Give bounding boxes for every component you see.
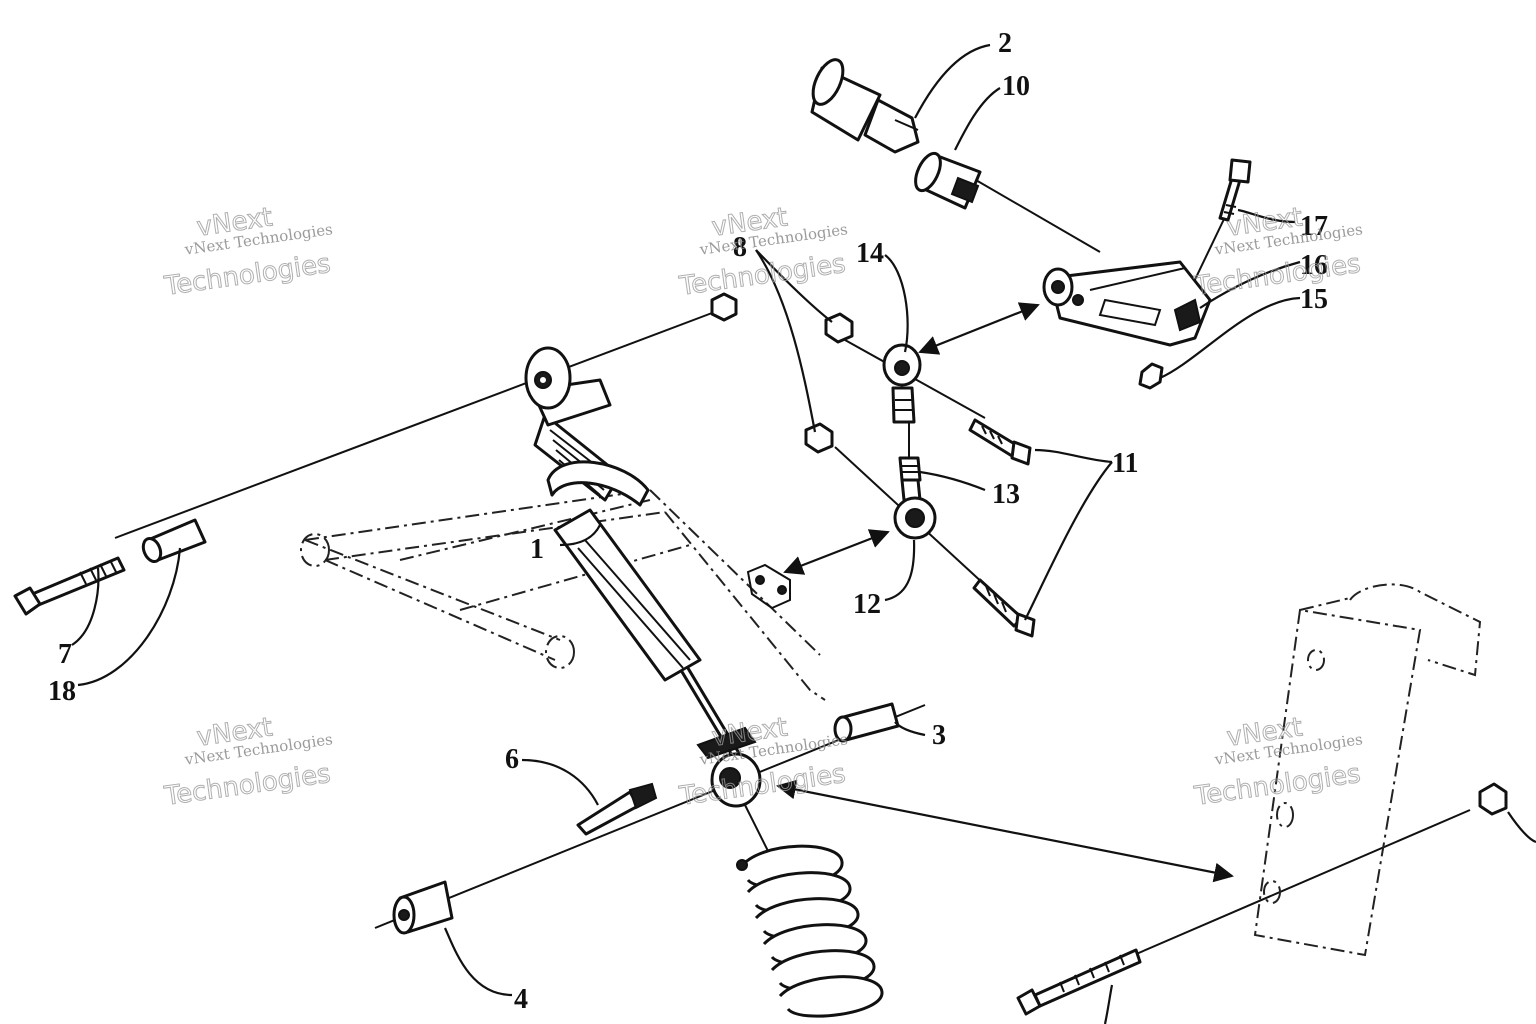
bolt-17 [1218, 158, 1252, 222]
nut-15 [1138, 362, 1164, 390]
watermark-bottom-right: vNext vNext Technologies Technologies [1191, 712, 1363, 812]
callout-3: 3 [932, 720, 946, 751]
watermark-top-center: vNext vNext Technologies Technologies [676, 202, 848, 302]
callout-8: 8 [733, 232, 747, 263]
watermark-bottom-left: vNext vNext Technologies Technologies [161, 712, 333, 812]
callout-7: 7 [58, 639, 72, 670]
lock-nuts-8 [710, 292, 1508, 816]
callout-15: 15 [1300, 284, 1328, 315]
callout-1: 1 [530, 534, 544, 565]
bolt-7 [13, 556, 126, 616]
callout-18: 18 [48, 676, 76, 707]
watermark-top-right: vNext vNext Technologies Technologies [1191, 202, 1363, 302]
callout-11: 11 [1112, 448, 1138, 479]
callout-labels: 2 10 8 14 17 16 15 11 13 1 12 7 18 3 6 4 [48, 28, 1328, 1015]
swing-arm-phantom [300, 489, 826, 701]
callout-6: 6 [505, 744, 519, 775]
bushing-10 [914, 151, 982, 210]
rod-end-13 [898, 456, 922, 502]
callout-10: 10 [1002, 71, 1030, 102]
callout-12: 12 [853, 589, 881, 620]
callout-13: 13 [992, 479, 1020, 510]
shock-absorber [524, 346, 771, 856]
rod-end-12 [893, 496, 937, 540]
adjuster-arm [1042, 260, 1212, 347]
spacer-18 [141, 518, 207, 564]
grease-fitting-6 [576, 782, 658, 836]
rod-end-14 [882, 343, 922, 424]
coil-spring [736, 844, 884, 1018]
adjuster-pin [810, 58, 920, 154]
callout-16: 16 [1300, 250, 1328, 281]
bolts-11 [968, 418, 1036, 638]
assembly-arrows [776, 302, 1234, 883]
bushing-4 [392, 880, 454, 935]
leader-lines [71, 43, 1536, 1024]
callout-17: 17 [1300, 211, 1328, 242]
callout-14: 14 [856, 238, 884, 269]
frame-bracket-phantom [1253, 583, 1482, 957]
long-bolt [1016, 948, 1142, 1016]
watermark-top-left: vNext vNext Technologies Technologies [161, 202, 333, 302]
callout-4: 4 [514, 984, 528, 1015]
callout-2: 2 [998, 28, 1012, 59]
spacer-3 [833, 702, 900, 743]
